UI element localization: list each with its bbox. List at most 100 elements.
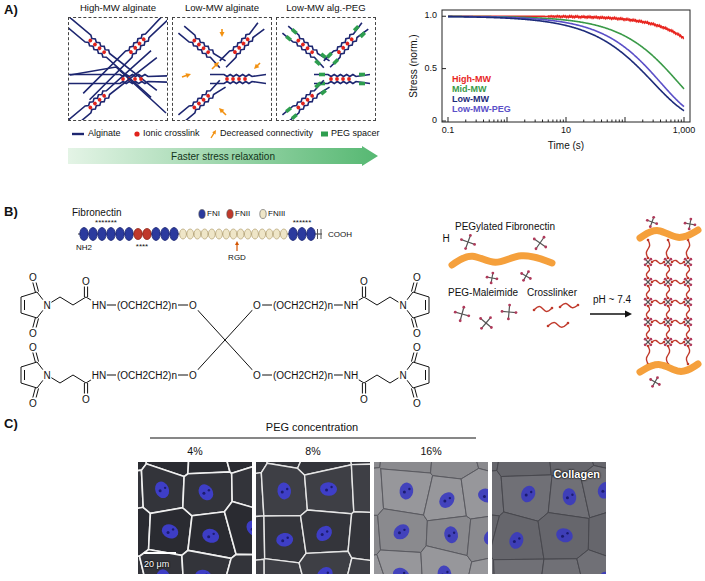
nucleus: [436, 489, 457, 511]
x-minor-tick: [465, 120, 466, 123]
egg-box-junction: [281, 79, 330, 120]
panel-label: A): [4, 3, 18, 17]
maleimide-end: [644, 338, 647, 341]
nucleus: [276, 482, 292, 501]
atom-label-holder: N: [42, 370, 51, 381]
x-minor-tick: [601, 120, 602, 123]
network-panel: High-MW alginate: [68, 3, 168, 121]
heading-slot: Low-MW alg.-PEG: [276, 3, 376, 14]
crosslinker-end: [683, 261, 686, 264]
component-label: PEG-Maleimide: [448, 287, 518, 298]
curves: [448, 16, 684, 111]
crosslinker-end: [667, 239, 670, 242]
crosslinker-end: [667, 285, 670, 288]
crosslinker: [686, 346, 689, 364]
maleimide-end: [507, 318, 510, 321]
maleimide-end: [689, 278, 692, 281]
alginate-chain: [324, 23, 364, 63]
ionic-crosslink: [347, 77, 351, 81]
crosslinker-end: [687, 337, 690, 340]
fniii-domain: [216, 229, 223, 239]
network-panel: Low-MW alg.-PEG: [276, 3, 376, 121]
crosslinker: [672, 260, 684, 263]
heading-rule: [150, 437, 476, 438]
legend-entry: FNI: [207, 210, 220, 219]
x-minor-tick: [560, 120, 561, 123]
decreased-connectivity-arrow-head: [254, 64, 259, 69]
dashed-frame: [68, 17, 168, 121]
legend-text: Mid-MW: [452, 85, 486, 95]
maleimide-end: [646, 219, 649, 222]
panel-heading: 4%: [138, 444, 252, 458]
maleimide-end: [689, 323, 692, 326]
nucleolus: [518, 537, 520, 539]
panel-heading: High-MW alginate: [68, 3, 168, 14]
fniii-domain: [266, 229, 273, 239]
bond: [60, 375, 73, 383]
maleimide-end: [688, 228, 691, 231]
nucleolus: [205, 573, 207, 574]
maleimide-end: [529, 277, 532, 280]
nucleolus: [212, 533, 214, 535]
decreased-connectivity-arrow-head: [220, 32, 225, 37]
nucleolus: [441, 574, 444, 575]
atom-label: N: [42, 300, 51, 311]
maleimide-end: [533, 238, 536, 241]
crosslinker-end: [533, 309, 536, 312]
maleimide-end: [684, 318, 687, 321]
cell: [301, 510, 352, 553]
maleimide-end: [664, 278, 667, 281]
atom-label-holder: NH: [343, 370, 359, 381]
atom-label: O: [81, 276, 91, 287]
domain-sample: [199, 210, 205, 219]
legend-entry: Alginate: [88, 129, 121, 139]
legend-entry: Mid-MW: [452, 85, 486, 95]
maleimide-end: [689, 263, 692, 266]
alginate-network: [69, 18, 167, 120]
nucleolus: [286, 537, 288, 539]
site-marks-holder: *******: [95, 219, 117, 228]
ionic-crosslink: [245, 37, 250, 42]
maleimide-end: [669, 303, 672, 306]
ionic-crosslink: [201, 97, 206, 102]
crosslinker-end: [671, 261, 674, 264]
fniii-domain: [244, 229, 251, 239]
stress-curve: [448, 16, 684, 39]
nucleus: [390, 565, 411, 574]
maleimide-end: [649, 278, 652, 281]
legend-entry: Ionic crosslink: [143, 129, 200, 139]
crosslinker-end: [559, 306, 562, 309]
decreased-connectivity-arrow-head: [185, 73, 191, 78]
crosslinker-end: [667, 337, 670, 340]
tick-label: 1,000: [673, 126, 696, 136]
maleimide-end: [664, 298, 667, 301]
maleimide-end: [669, 343, 672, 346]
legend-entry: Decreased connectivity: [220, 129, 313, 139]
site-marks: ****: [136, 243, 148, 252]
fni-domain: [298, 228, 306, 241]
egg-box-junction: [178, 26, 225, 68]
fni-domain: [89, 228, 97, 241]
ionic-crosslink: [97, 97, 102, 102]
panel-text: Collagen: [554, 468, 600, 480]
crosslinker-end: [683, 321, 686, 324]
atom-label-holder: O: [81, 276, 91, 287]
crosslinker: [646, 306, 649, 318]
cell: [421, 546, 472, 574]
network-panel: Low-MW alginate: [172, 3, 272, 121]
x-minor-tick: [678, 120, 679, 123]
fniii-domain: [252, 229, 259, 239]
panel-heading: Low-MW alginate: [172, 3, 272, 14]
crosslinker: [652, 280, 664, 283]
maleimide-end: [462, 306, 465, 309]
atom-label-holder: O: [359, 276, 369, 287]
nucleus: [596, 480, 606, 501]
scale-bar: [144, 552, 176, 554]
atom-label: O: [412, 272, 422, 283]
x-minor-tick: [615, 120, 616, 123]
cell: [378, 509, 428, 553]
crosslinker-end: [663, 301, 666, 304]
nucleus: [443, 525, 460, 544]
nucleolus: [398, 531, 401, 534]
crosslink-sample: [134, 131, 139, 136]
